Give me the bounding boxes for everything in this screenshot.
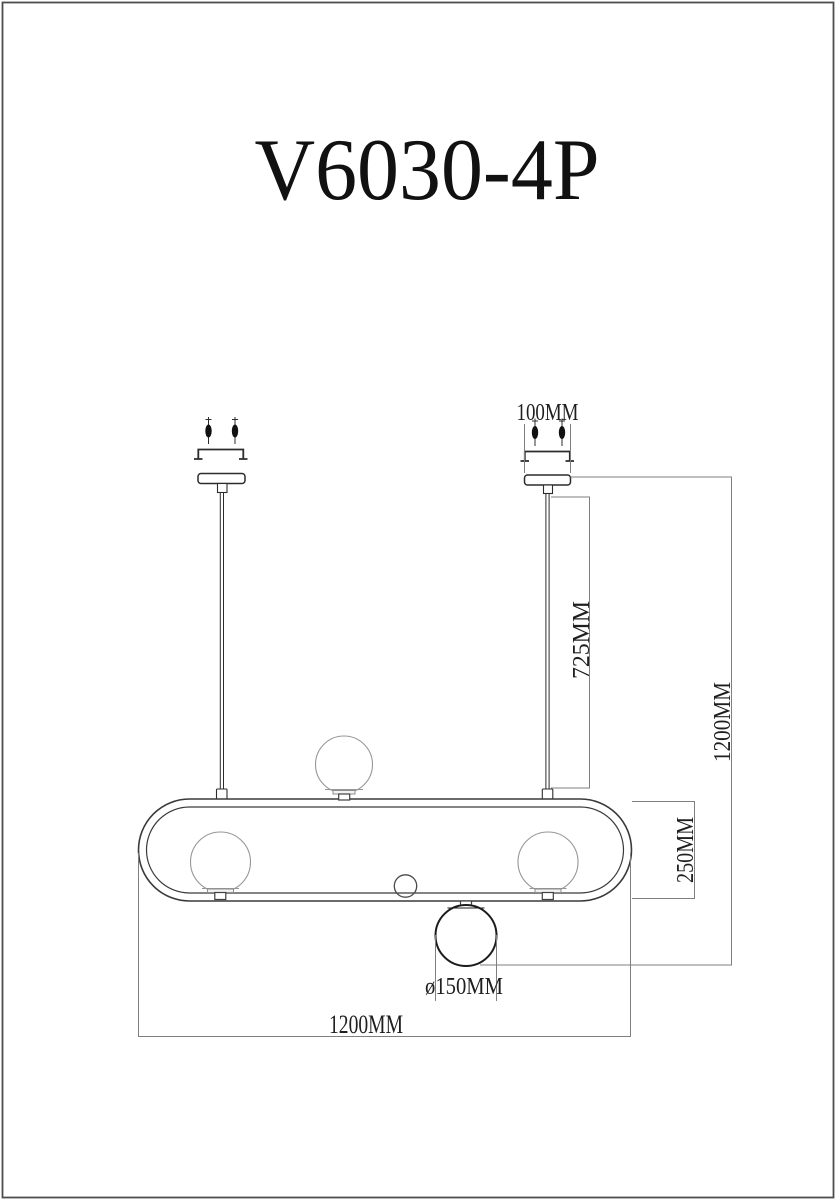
frame-outer-outline [137, 798, 633, 902]
dimension-label: 250MM [673, 817, 699, 883]
dimension-fixture-length: 1200MM [138, 853, 631, 1039]
dimension-label: 1200MM [710, 682, 736, 762]
small-knob [393, 874, 418, 898]
mounting-bracket [194, 448, 248, 460]
dimension-label: 725MM [569, 601, 595, 679]
top-glass-globe [314, 735, 374, 801]
canopy-stem [216, 482, 228, 494]
ceiling-canopy [523, 474, 572, 486]
left-ceiling-mount [194, 417, 248, 800]
mounting-bracket [520, 450, 574, 462]
dimension-label: ø150MM [425, 974, 503, 1000]
canopy-stem [542, 484, 554, 495]
suspension-rod [545, 493, 550, 790]
bottom-glass-globe [434, 900, 498, 967]
mounting-screw-icon [231, 417, 239, 444]
mounting-screw-icon [531, 418, 539, 446]
right-ceiling-mount [520, 418, 574, 800]
dimension-rod-length: 725MM [551, 496, 595, 789]
ceiling-canopy [197, 472, 246, 485]
oval-frame [137, 798, 633, 902]
suspension-rod [219, 492, 225, 790]
rod-connector [541, 788, 554, 800]
dimension-overall-drop: 1200MM [480, 476, 736, 966]
left-glass-globe [189, 831, 252, 901]
dimension-label: 100MM [517, 400, 579, 426]
frame-inner-outline [145, 806, 625, 894]
dimension-label: 1200MM [329, 1010, 403, 1039]
rod-connector [215, 788, 228, 800]
right-glass-globe [517, 831, 579, 901]
dimension-globe-diameter: ø150MM [425, 935, 503, 1001]
mounting-screw-icon [205, 417, 212, 444]
mounting-screw-icon [558, 418, 566, 446]
dimension-canopy-width: 100MM [517, 400, 579, 473]
page-title: V6030-4P [255, 122, 600, 219]
dimension-frame-height: 250MM [632, 801, 699, 899]
